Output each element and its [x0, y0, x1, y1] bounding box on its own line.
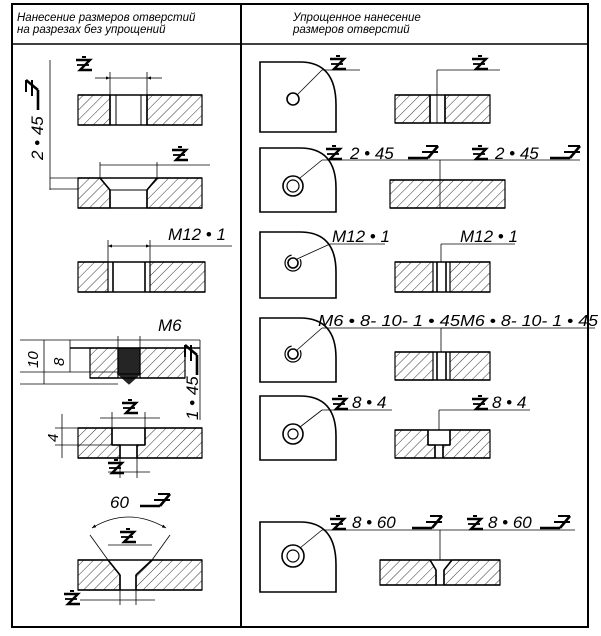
- left-row6-angle-label: 60: [110, 493, 129, 512]
- angle-symbol-icon: [538, 514, 572, 530]
- left-row6-section: [77, 516, 203, 605]
- right-section-views: [379, 69, 595, 586]
- diameter-symbol-icon: [324, 144, 344, 161]
- left-row4-dim-inner: 8: [51, 357, 68, 366]
- left-row5-depth-label: 4: [45, 434, 62, 442]
- diameter-symbol-icon: [470, 54, 490, 71]
- diameter-symbol-icon: [170, 145, 190, 162]
- right-row2-plan-label: 2 • 45: [349, 144, 394, 163]
- angle-symbol-icon: [548, 144, 582, 160]
- angle-symbol-icon: [138, 492, 172, 508]
- left-row3-thread-label: М12 • 1: [168, 225, 226, 244]
- left-row4-thread-label: М6: [158, 316, 182, 335]
- diameter-symbol-icon: [330, 394, 350, 411]
- right-plan-views: [259, 61, 337, 593]
- right-row6-section-label: 8 • 60: [488, 513, 532, 532]
- left-column-header: Нанесение размеров отверстий на разрезах…: [17, 12, 195, 36]
- angle-symbol-icon: [183, 343, 199, 377]
- diameter-symbol-icon: [74, 55, 94, 72]
- left-row4-dim-outer: 10: [25, 351, 42, 368]
- left-header-line2: на разрезах без упрощений: [17, 24, 166, 36]
- diameter-symbol-icon: [106, 458, 126, 475]
- diameter-symbol-icon: [120, 398, 140, 415]
- sheet-frame: [11, 3, 589, 628]
- diameter-symbol-icon: [470, 394, 490, 411]
- right-row4-section-label: М6 • 8- 10- 1 • 45: [460, 313, 598, 330]
- left-row1-section: [77, 72, 203, 126]
- diameter-symbol-icon: [465, 514, 485, 531]
- left-row1-chamfer-dim: [49, 60, 78, 190]
- right-header-line2: размеров отверстий: [293, 24, 410, 36]
- right-row5-section-label: 8 • 4: [492, 393, 526, 412]
- diameter-symbol-icon: [470, 144, 490, 161]
- diameter-symbol-icon: [328, 514, 348, 531]
- angle-symbol-icon: [24, 78, 40, 112]
- diameter-symbol-icon: [328, 54, 348, 71]
- right-plan-leaders: [296, 69, 460, 549]
- angle-symbol-icon: [406, 144, 440, 160]
- left-row4-chamfer-label: 1 • 45: [183, 376, 202, 420]
- right-row3-section-label: М12 • 1: [460, 227, 518, 246]
- right-header-line1: Упрощенное нанесение: [293, 12, 421, 24]
- left-row3-section: [77, 240, 232, 293]
- right-plan-holes: [281, 92, 305, 568]
- right-row6-plan-label: 8 • 60: [352, 513, 396, 532]
- left-row4-section: [20, 336, 201, 420]
- right-row5-plan-label: 8 • 4: [352, 393, 386, 412]
- left-row2-section: [77, 162, 210, 209]
- angle-symbol-icon: [410, 514, 444, 530]
- left-header-line1: Нанесение размеров отверстий: [17, 12, 196, 24]
- right-row2-section-label: 2 • 45: [494, 144, 539, 163]
- right-row3-plan-label: М12 • 1: [332, 227, 390, 246]
- right-column-header: Упрощенное нанесение размеров отверстий: [293, 12, 421, 36]
- right-row4-plan-label: М6 • 8- 10- 1 • 45: [318, 313, 460, 330]
- diameter-symbol-icon: [62, 589, 82, 606]
- left-row5-section: [55, 412, 203, 478]
- left-row1-chamfer-label: 2 • 45: [28, 116, 47, 161]
- diameter-symbol-icon: [118, 527, 138, 544]
